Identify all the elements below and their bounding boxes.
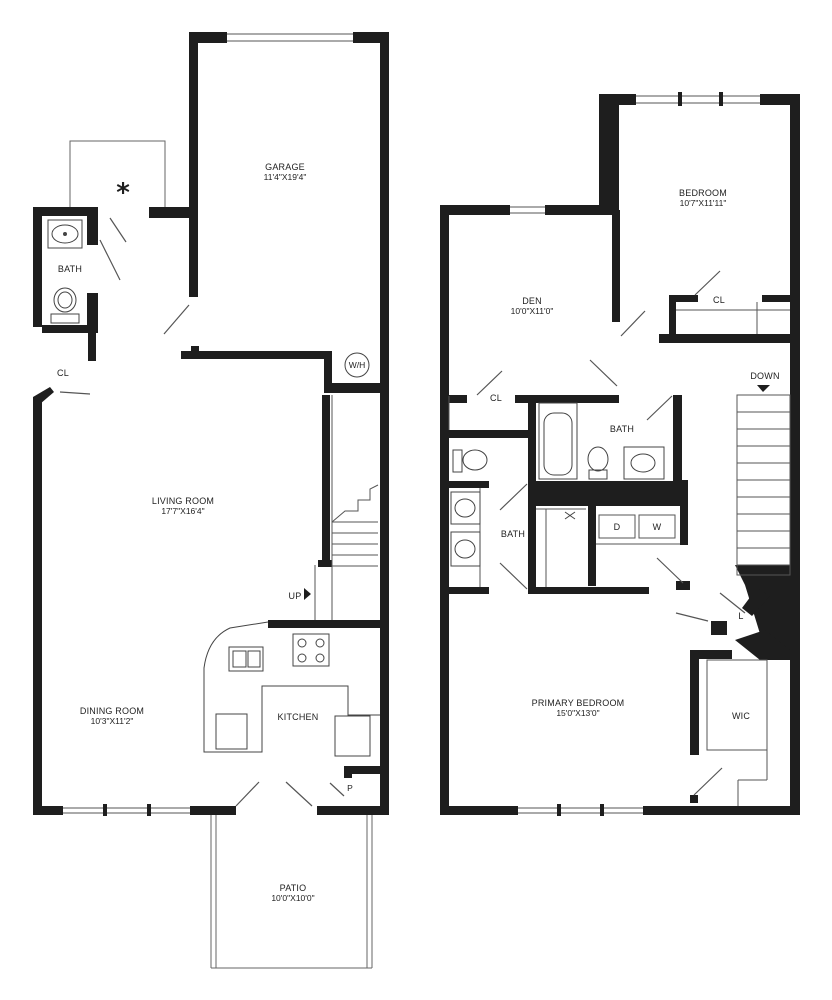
second-floor-stair	[736, 394, 791, 576]
cl-bedroom-name: CL	[713, 295, 725, 305]
kitchen-name: KITCHEN	[278, 712, 319, 722]
den-name: DEN	[522, 296, 542, 306]
entry-asterisk-icon: *	[116, 178, 130, 208]
dining-window-mullions	[103, 804, 151, 816]
water-heater-icon	[344, 352, 370, 378]
first-floor-walls	[33, 32, 389, 815]
dining-room-name: DINING ROOM	[80, 706, 144, 716]
living-room-name: LIVING ROOM	[152, 496, 214, 506]
bath-primary-name: BATH	[501, 529, 525, 539]
garage-dims: 11'4"X19'4"	[264, 172, 307, 182]
water-heater-label: W/H	[349, 360, 366, 370]
den-dims: 10'0"X11'0"	[511, 306, 554, 316]
second-floor-thin-lines	[448, 302, 790, 806]
second-floor: BEDROOM 10'7"X11'11" CL DEN 10'0"X11'0" …	[440, 92, 800, 816]
wic-name: WIC	[732, 711, 750, 721]
entry-stoop-outline	[69, 140, 166, 208]
first-floor-bath-fixtures	[47, 219, 83, 324]
dining-room-dims: 10'3"X11'2"	[91, 716, 134, 726]
bath-hall-name: BATH	[610, 424, 634, 434]
second-floor-door-swings	[476, 270, 746, 796]
living-room-dims: 17'7"X16'4"	[161, 506, 204, 516]
patio-name: PATIO	[280, 883, 307, 893]
bath-first-name: BATH	[58, 264, 82, 274]
up-arrow-icon	[304, 588, 311, 600]
primary-bedroom-dims: 15'0"X13'0"	[556, 708, 599, 718]
second-floor-window-mullions	[557, 92, 723, 816]
primary-bedroom-name: PRIMARY BEDROOM	[532, 698, 625, 708]
second-floor-walls	[440, 94, 800, 815]
bedroom-dims: 10'7"X11'11"	[680, 198, 727, 208]
kitchen-fixtures	[203, 621, 380, 757]
down-label: DOWN	[750, 371, 779, 381]
dryer-label: D	[614, 522, 621, 532]
first-floor: * GARAGE 11'4"X19'4" BATH CL W/H LIVING …	[33, 32, 389, 969]
pantry-label: P	[347, 783, 353, 793]
garage-name: GARAGE	[265, 162, 305, 172]
washer-label: W	[653, 522, 662, 532]
patio-outline	[210, 814, 373, 969]
first-floor-windows	[63, 33, 353, 814]
cl-den-name: CL	[490, 393, 502, 403]
first-floor-door-swings	[59, 217, 345, 807]
bedroom-name: BEDROOM	[679, 188, 727, 198]
linen-label: L	[738, 611, 743, 621]
second-floor-bath-fixtures	[450, 402, 665, 567]
second-floor-windows	[510, 95, 760, 814]
down-arrow-icon	[757, 385, 770, 392]
first-floor-stair	[314, 395, 379, 620]
patio-dims: 10'0"X10'0"	[271, 893, 314, 903]
cl-first-name: CL	[57, 368, 69, 378]
up-label: UP	[289, 591, 302, 601]
